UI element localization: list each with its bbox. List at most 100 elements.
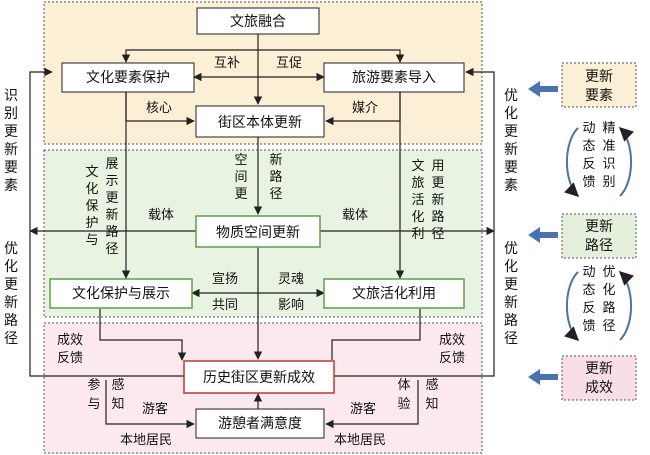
left-identify-elements-3: 新 — [4, 142, 18, 158]
right-optimize-elements-2: 更 — [504, 124, 518, 140]
label-use-renewal-path-1: 更 — [431, 176, 444, 191]
label-display-renewal-path-0: 展 — [105, 157, 118, 172]
label-display-renewal-path-5: 径 — [105, 242, 118, 257]
label-use-renewal-path-3: 路 — [431, 209, 444, 225]
label-cultural-protection-and-1: 化 — [85, 182, 98, 197]
panel-dynamic-feedback-2-0: 动 — [582, 265, 595, 280]
panel-renew-elements-text-1: 要素 — [585, 88, 613, 104]
node-cultural-elements-protection: 文化要素保护 — [86, 70, 170, 86]
label-use-renewal-path-0: 用 — [431, 159, 444, 174]
panel-dynamic-feedback-1-3: 馈 — [582, 175, 595, 190]
node-block-renewal: 街区本体更新 — [218, 115, 302, 131]
panel-optimize-path-3: 径 — [602, 319, 615, 334]
label-influence: 影响 — [278, 297, 304, 313]
box-historic-renewal-results — [183, 360, 335, 394]
node-cultural-tourism-utilization: 文旅活化利用 — [352, 286, 436, 302]
node-cultural-tourism-fusion: 文旅融合 — [230, 14, 286, 30]
right-optimize-path-5: 径 — [504, 331, 518, 347]
label-display-renewal-path-3: 新 — [105, 207, 118, 223]
box-cultural-protection-display — [49, 278, 193, 309]
label-experience-0: 体 — [397, 378, 410, 393]
left-identify-elements-5: 素 — [4, 178, 18, 194]
panel-dynamic-feedback-1-0: 动 — [582, 121, 595, 136]
panel-dynamic-feedback-1-2: 反 — [582, 157, 595, 172]
label-cultural-tourism-activate-0: 文 — [411, 159, 424, 174]
left-optimize-path-0: 优 — [4, 241, 18, 257]
label-space-renewal-0: 空 — [234, 153, 247, 168]
label-display-renewal-path-4: 路 — [105, 224, 118, 240]
panel-dynamic-feedback-2-2: 反 — [582, 301, 595, 316]
panel-dynamic-feedback-1-1: 态 — [582, 139, 595, 154]
box-block-renewal — [195, 105, 325, 138]
label-new-path-1: 路 — [269, 169, 282, 185]
box-tourism-elements-import — [323, 62, 465, 93]
node-physical-space-renewal: 物质空间更新 — [216, 225, 300, 241]
label-mutual-complement: 互补 — [214, 56, 240, 71]
label-core: 核心 — [146, 101, 172, 116]
left-identify-elements-1: 别 — [4, 106, 18, 122]
label-perceive-right-1: 知 — [425, 396, 438, 412]
edge-labels: 互补 互促 核心 媒介 载体 载体 宣扬 灵魂 共同 影响 游客 游客 本地居民… — [120, 56, 386, 448]
box-visitor-satisfaction — [195, 408, 325, 439]
label-local-resident-right: 本地居民 — [334, 433, 386, 448]
panel-precise-identify-3: 别 — [602, 175, 615, 190]
panel-renew-path-text-1: 路径 — [585, 238, 613, 254]
panel-renew-elements-text-0: 更新 — [585, 69, 613, 85]
label-perceive-left-1: 知 — [111, 396, 124, 412]
node-cultural-protection-display: 文化保护与展示 — [72, 286, 170, 302]
label-medium: 媒介 — [352, 101, 378, 116]
label-cultural-tourism-activate-2: 活 — [411, 193, 424, 208]
label-soul: 灵魂 — [278, 271, 304, 287]
label-results-feedback-right-1: 反馈 — [439, 351, 465, 366]
right-optimize-path-0: 优 — [504, 241, 518, 257]
label-display-renewal-path-1: 示 — [105, 174, 118, 189]
left-identify-elements-2: 更 — [4, 124, 18, 140]
label-new-path-2: 径 — [269, 187, 282, 202]
label-use-renewal-path-4: 径 — [431, 227, 444, 242]
label-participate-1: 与 — [87, 397, 100, 412]
right-optimize-elements-3: 新 — [504, 142, 518, 158]
panel-dynamic-feedback-2-3: 馈 — [582, 319, 595, 334]
node-tourism-elements-import: 旅游要素导入 — [352, 70, 436, 86]
panel-renew-results — [561, 355, 637, 401]
label-common: 共同 — [212, 298, 238, 313]
left-optimize-path-4: 路 — [4, 313, 18, 329]
box-cultural-elements-protection — [61, 62, 195, 93]
panel-renew-results-text-0: 更新 — [585, 361, 613, 377]
label-cultural-tourism-activate-4: 利 — [411, 227, 424, 242]
label-cultural-tourism-activate-1: 旅 — [411, 176, 424, 191]
right-optimize-path-1: 化 — [504, 259, 518, 275]
label-results-feedback-right-0: 成效 — [439, 333, 465, 348]
right-optimize-elements-0: 优 — [504, 88, 518, 104]
label-cultural-protection-and-3: 护 — [85, 216, 98, 231]
vertical-labels: 空间更新路径展示更新路径文化保护与用更新路径文旅活化利成效反馈成效反馈参与感知体… — [4, 88, 518, 412]
connectors — [29, 34, 495, 429]
label-carrier-right: 载体 — [342, 208, 368, 223]
label-use-renewal-path-2: 新 — [431, 192, 444, 208]
left-optimize-path-1: 化 — [4, 259, 18, 275]
label-cultural-protection-and-0: 文 — [85, 165, 98, 180]
right-optimize-path-4: 路 — [504, 313, 518, 329]
panel-dynamic-feedback-2-1: 态 — [582, 283, 595, 298]
left-optimize-path-5: 径 — [4, 331, 18, 347]
label-visitor-right: 游客 — [350, 401, 376, 417]
label-space-renewal-2: 更 — [234, 187, 247, 202]
right-optimize-elements-1: 化 — [504, 106, 518, 122]
panel-optimize-path-1: 化 — [602, 283, 615, 298]
right-optimize-elements-5: 素 — [504, 178, 518, 194]
node-historic-renewal-results: 历史街区更新成效 — [203, 370, 315, 386]
left-identify-elements-4: 要 — [4, 160, 18, 176]
left-optimize-path-3: 新 — [4, 295, 18, 311]
label-experience-1: 验 — [397, 396, 410, 412]
node-texts: 文旅融合 文化要素保护 旅游要素导入 街区本体更新 物质空间更新 文化保护与展示… — [72, 14, 436, 432]
label-cultural-protection-and-4: 与 — [85, 233, 98, 248]
label-cultural-tourism-activate-3: 化 — [411, 210, 424, 225]
label-display-renewal-path-2: 更 — [105, 191, 118, 206]
right-optimize-elements-4: 要 — [504, 160, 518, 176]
left-identify-elements-0: 识 — [4, 88, 18, 104]
right-optimize-path-2: 更 — [504, 277, 518, 293]
panel-renew-path — [561, 213, 637, 259]
